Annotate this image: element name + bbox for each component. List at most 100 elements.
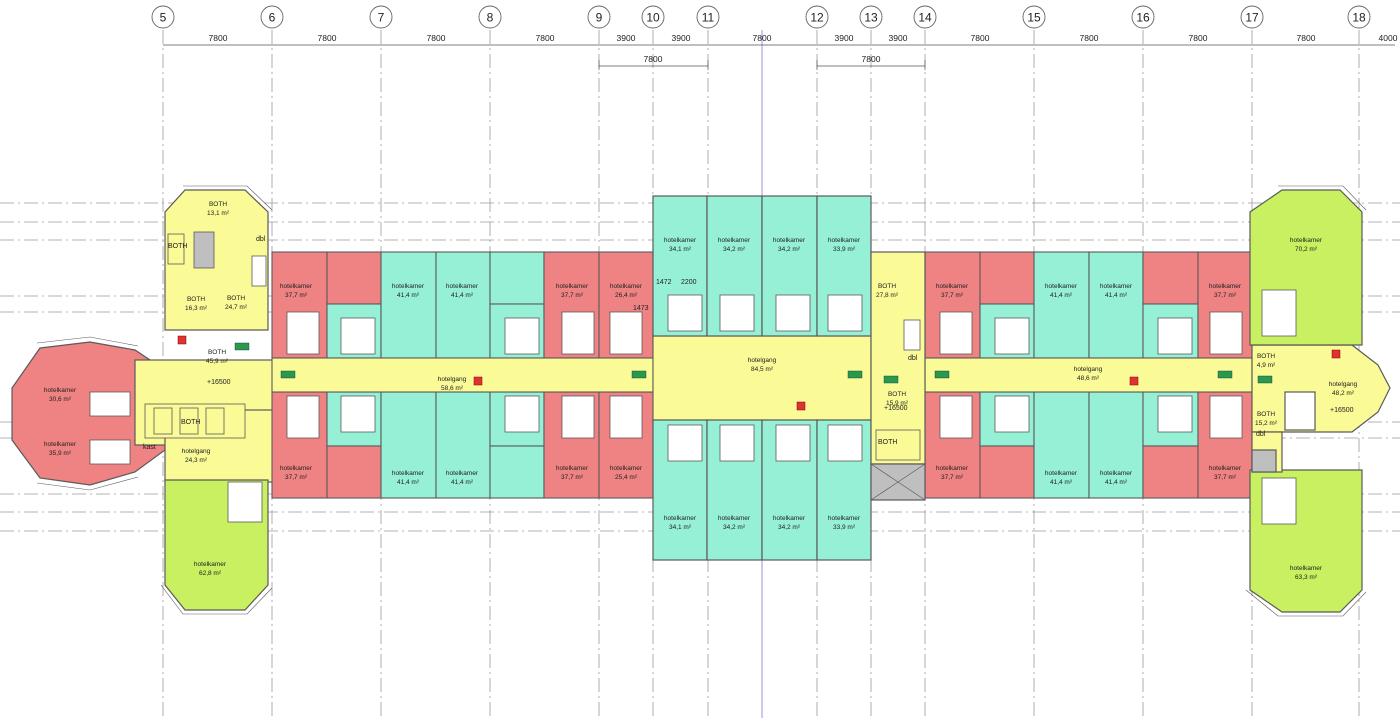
grid-bubble-13 xyxy=(859,5,883,29)
room-name: hotelkamer xyxy=(773,237,806,244)
room-area: 37,7 m² xyxy=(561,292,584,299)
room-name: hotelkamer xyxy=(718,237,751,244)
shaft-label: BOTH xyxy=(168,243,187,250)
dimension-label: 7800 xyxy=(644,54,663,64)
misc-labels: +16500 +16500 +16500 kast dbl dbl dbl BO… xyxy=(143,236,1354,451)
room-name: hotelkamer xyxy=(718,515,751,522)
right-stair xyxy=(1284,391,1316,431)
room-name: BOTH xyxy=(187,296,205,303)
grid-bubble-5 xyxy=(151,5,175,29)
room-name: hotelkamer xyxy=(610,465,643,472)
grid-label: 10 xyxy=(646,11,660,25)
room-name: hotelkamer xyxy=(828,515,861,522)
exit-sign-icon xyxy=(280,370,296,379)
room-area: 33,9 m² xyxy=(833,246,856,253)
center-circulation xyxy=(870,251,926,465)
room-area: 24,7 m² xyxy=(225,304,248,311)
room-name: hotelkamer xyxy=(280,283,313,290)
room-name: hotelkamer xyxy=(44,441,77,448)
room-name: hotelkamer xyxy=(392,470,425,477)
grid-label: 9 xyxy=(596,11,603,25)
dimension-label: 7800 xyxy=(318,33,337,43)
grid-bubble-16 xyxy=(1131,5,1155,29)
room-name: hotelkamer xyxy=(446,470,479,477)
dbl-label: dbl xyxy=(256,236,266,243)
room-name: hotelkamer xyxy=(1045,283,1078,290)
fire-extinguisher-icon xyxy=(473,376,483,386)
room-name: hotelkamer xyxy=(773,515,806,522)
dimension-label: 4000 xyxy=(1379,33,1398,43)
elevation-label: +16500 xyxy=(207,379,231,386)
corridor-west xyxy=(271,357,654,393)
grid-bubble-10 xyxy=(641,5,665,29)
dimension-note: 1472 xyxy=(656,279,672,286)
grid-bubble-17 xyxy=(1240,5,1264,29)
room-area: 27,8 m² xyxy=(876,292,899,299)
dbl-label: dbl xyxy=(1256,431,1266,438)
dimension-label: 7800 xyxy=(1189,33,1208,43)
room-area: 34,2 m² xyxy=(778,246,801,253)
elevation-label: +16500 xyxy=(884,405,908,412)
exit-sign-icon xyxy=(883,375,899,384)
grid-bubble-8 xyxy=(478,5,502,29)
room-name: hotelgang xyxy=(1074,366,1103,373)
exit-sign-icon xyxy=(1257,375,1273,384)
grid-label: 15 xyxy=(1027,11,1041,25)
room-name: hotelkamer xyxy=(664,237,697,244)
room-area: 84,5 m² xyxy=(751,366,774,373)
room-area: 41,4 m² xyxy=(397,292,420,299)
grid-bubble-18 xyxy=(1347,5,1371,29)
dimension-label: 7800 xyxy=(1297,33,1316,43)
room-area: 41,4 m² xyxy=(451,479,474,486)
shaft-label: BOTH xyxy=(181,419,200,426)
room-name: hotelkamer xyxy=(446,283,479,290)
fire-extinguisher-icon xyxy=(796,401,806,411)
exit-sign-icon xyxy=(1217,370,1233,379)
dimension-label: 3900 xyxy=(889,33,908,43)
dimension-label: 7800 xyxy=(536,33,555,43)
room-name: hotelkamer xyxy=(664,515,697,522)
room-area: 26,4 m² xyxy=(615,292,638,299)
room-area: 37,7 m² xyxy=(285,474,308,481)
dimension-label: 3900 xyxy=(672,33,691,43)
grid-bubble-14 xyxy=(913,5,937,29)
dimension-label: 7800 xyxy=(862,54,881,64)
corridor-center xyxy=(652,335,872,421)
corridor-east xyxy=(924,357,1253,393)
room-name: BOTH xyxy=(208,349,226,356)
room-area: 70,2 m² xyxy=(1295,246,1318,253)
dimension-label: 7800 xyxy=(1080,33,1099,43)
room-area: 33,9 m² xyxy=(833,524,856,531)
room-area: 41,4 m² xyxy=(397,479,420,486)
room-area: 34,1 m² xyxy=(669,524,692,531)
fire-extinguisher-icon xyxy=(177,335,187,345)
room-name: hotelkamer xyxy=(1100,470,1133,477)
room-area: 13,1 m² xyxy=(207,210,230,217)
room-name: hotelkamer xyxy=(556,465,589,472)
room-area: 41,4 m² xyxy=(451,292,474,299)
fire-extinguisher-icon xyxy=(1129,376,1139,386)
room-area: 34,2 m² xyxy=(778,524,801,531)
room-name: BOTH xyxy=(888,391,906,398)
room-name: hotelkamer xyxy=(1290,565,1323,572)
dimension-lines xyxy=(163,44,1395,70)
room-area: 41,4 m² xyxy=(1050,292,1073,299)
room-name: hotelkamer xyxy=(44,387,77,394)
room-area: 24,3 m² xyxy=(185,457,208,464)
grid-bubble-11 xyxy=(696,5,720,29)
dimension-note: 2200 xyxy=(681,279,697,286)
room-name: BOTH xyxy=(209,201,227,208)
room-area: 35,9 m² xyxy=(49,450,72,457)
room-name: hotelkamer xyxy=(1045,470,1078,477)
stair-cores xyxy=(144,231,921,461)
room-area: 48,6 m² xyxy=(1077,375,1100,382)
room-area: 63,3 m² xyxy=(1295,574,1318,581)
room-area: 34,2 m² xyxy=(723,246,746,253)
grid-label: 5 xyxy=(160,11,167,25)
exit-sign-icon xyxy=(847,370,863,379)
room-name: BOTH xyxy=(878,283,896,290)
room-name: hotelgang xyxy=(1329,381,1358,388)
room-area: 37,7 m² xyxy=(285,292,308,299)
room-area: 45,9 m² xyxy=(206,358,229,365)
